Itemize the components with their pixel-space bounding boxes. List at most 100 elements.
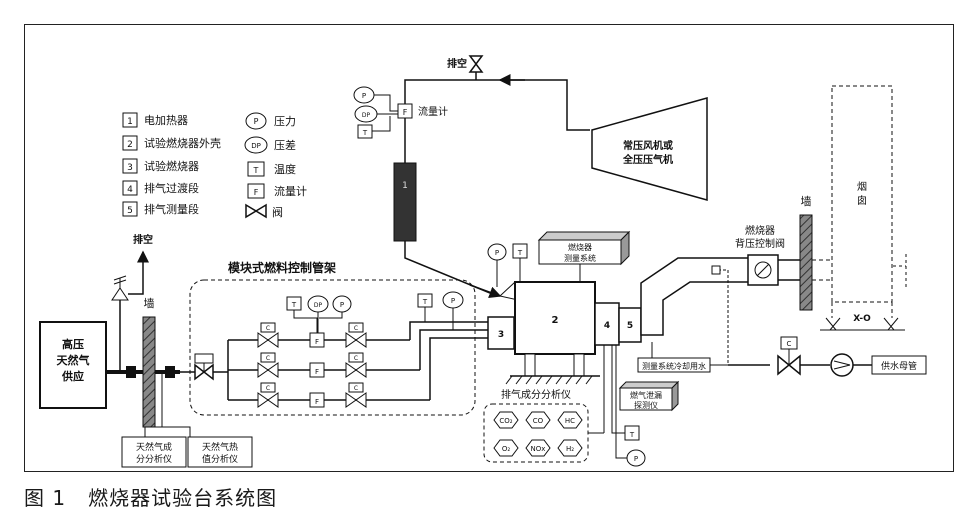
svg-text:天然气热: 天然气热 bbox=[202, 441, 238, 453]
electric-heater bbox=[393, 162, 417, 242]
svg-text:天然气成: 天然气成 bbox=[136, 441, 172, 453]
back-pressure-label: 燃烧器 bbox=[745, 224, 775, 237]
legend-symbol-temperature: T 温度 bbox=[247, 161, 296, 177]
svg-text:T: T bbox=[629, 431, 635, 439]
wall-right-label: 墙 bbox=[801, 194, 812, 208]
svg-text:P: P bbox=[340, 301, 344, 309]
svg-text:电加热器: 电加热器 bbox=[144, 114, 188, 127]
figure-number: 图 1 bbox=[24, 486, 67, 510]
svg-text:供水母管: 供水母管 bbox=[881, 360, 917, 372]
legend-item-1: 1 电加热器 bbox=[122, 112, 188, 128]
cooling-water-valve-icon bbox=[777, 354, 801, 376]
svg-text:分分析仪: 分分析仪 bbox=[136, 453, 172, 465]
svg-text:探测仪: 探测仪 bbox=[634, 400, 658, 410]
svg-text:烟: 烟 bbox=[857, 180, 867, 193]
legend-item-3: 3 试验燃烧器 bbox=[122, 158, 199, 174]
svg-text:DP: DP bbox=[251, 142, 261, 150]
svg-text:C: C bbox=[266, 385, 270, 392]
cooling-water-system: 测量系统冷却用水 C 供水母管 燃气泄漏 探测仪 bbox=[618, 265, 927, 412]
svg-text:3: 3 bbox=[498, 330, 504, 340]
gas-composition-analyzer bbox=[121, 436, 187, 468]
wall-left bbox=[142, 316, 156, 428]
svg-text:F: F bbox=[315, 368, 319, 376]
svg-text:NOx: NOx bbox=[531, 445, 546, 453]
svg-text:1: 1 bbox=[402, 181, 408, 191]
svg-text:4: 4 bbox=[604, 321, 610, 331]
svg-text:全压压气机: 全压压气机 bbox=[622, 153, 673, 166]
gas-heating-value-analyzer bbox=[187, 436, 253, 468]
svg-text:HC: HC bbox=[565, 417, 575, 425]
burner-assembly: 3 2 P T 燃烧器 测量系统 4 5 bbox=[487, 230, 642, 385]
exhaust-analyzer-label: 排气成分分析仪 bbox=[501, 388, 571, 401]
water-main bbox=[871, 355, 927, 375]
svg-text:DP: DP bbox=[362, 112, 371, 119]
vent-valve-top-icon bbox=[468, 55, 484, 73]
svg-text:2: 2 bbox=[127, 140, 133, 150]
fuel-branch-2: C F C bbox=[228, 352, 420, 378]
figure-title: 燃烧器试验台系统图 bbox=[88, 486, 278, 510]
svg-text:2: 2 bbox=[552, 315, 559, 326]
svg-text:C: C bbox=[354, 385, 358, 392]
svg-text:3: 3 bbox=[127, 163, 133, 173]
svg-text:C: C bbox=[354, 355, 358, 362]
svg-text:5: 5 bbox=[627, 321, 633, 331]
gas-supply: 高压 天然气 供应 墙 排空 天然气成 分分析仪 天然气热 值分析仪 bbox=[39, 233, 253, 468]
svg-text:DP: DP bbox=[314, 302, 323, 309]
svg-text:C: C bbox=[354, 325, 358, 332]
svg-text:1: 1 bbox=[127, 117, 133, 127]
burner-shell bbox=[514, 281, 596, 355]
legend-symbol-flowmeter: F 流量计 bbox=[247, 183, 307, 199]
gas-supply-box bbox=[39, 321, 107, 409]
legend: 1 电加热器 2 试验燃烧器外壳 3 试验燃烧器 4 排气过渡段 5 排气测量段… bbox=[122, 112, 307, 219]
svg-text:F: F bbox=[403, 108, 408, 117]
svg-text:试验燃烧器外壳: 试验燃烧器外壳 bbox=[144, 136, 221, 150]
svg-text:CO₂: CO₂ bbox=[499, 417, 512, 425]
blower-icon bbox=[591, 97, 708, 201]
gas-leak-detector bbox=[619, 387, 673, 411]
svg-text:T: T bbox=[422, 298, 428, 306]
svg-text:F: F bbox=[315, 398, 319, 406]
fuel-rack-label: 模块式燃料控制管架 bbox=[228, 260, 336, 275]
svg-text:T: T bbox=[291, 301, 297, 309]
svg-text:O₂: O₂ bbox=[502, 445, 511, 453]
svg-text:值分析仪: 值分析仪 bbox=[202, 453, 238, 465]
svg-text:F: F bbox=[254, 188, 259, 197]
svg-text:P: P bbox=[495, 249, 499, 257]
svg-text:5: 5 bbox=[127, 206, 133, 216]
exhaust-duct: 燃烧器 背压控制阀 墙 烟 囱 X-O bbox=[640, 85, 907, 336]
svg-text:天然气: 天然气 bbox=[57, 353, 90, 367]
svg-text:测量系统: 测量系统 bbox=[564, 253, 596, 263]
chimney bbox=[831, 85, 893, 303]
svg-text:供应: 供应 bbox=[61, 369, 84, 383]
exhaust-gas-analyzer: 排气成分分析仪 CO₂ CO HC O₂ NOx H₂ T P bbox=[483, 345, 646, 467]
svg-text:测量系统冷却用水: 测量系统冷却用水 bbox=[642, 361, 706, 371]
svg-text:H₂: H₂ bbox=[566, 445, 574, 453]
legend-item-5: 5 排气测量段 bbox=[122, 201, 199, 217]
svg-text:X-O: X-O bbox=[853, 314, 871, 324]
legend-symbol-pressure: P 压力 bbox=[245, 112, 296, 130]
figure-caption: 图 1 燃烧器试验台系统图 bbox=[24, 482, 299, 511]
svg-text:P: P bbox=[634, 455, 638, 463]
burner-test-rig-diagram: 1 电加热器 2 试验燃烧器外壳 3 试验燃烧器 4 排气过渡段 5 排气测量段… bbox=[39, 55, 927, 468]
blower-label: 常压风机或 bbox=[623, 139, 673, 152]
svg-text:燃气泄漏: 燃气泄漏 bbox=[630, 390, 662, 400]
svg-text:流量计: 流量计 bbox=[274, 184, 307, 198]
burner-measurement-system bbox=[538, 239, 622, 265]
air-supply: 排空 常压风机或 全压压气机 F 流量计 P DP T 1 bbox=[353, 55, 708, 299]
svg-text:T: T bbox=[517, 249, 523, 257]
svg-text:囱: 囱 bbox=[857, 194, 867, 207]
svg-text:P: P bbox=[451, 297, 455, 305]
legend-item-4: 4 排气过渡段 bbox=[122, 180, 199, 196]
svg-text:排气过渡段: 排气过渡段 bbox=[144, 181, 199, 195]
svg-text:压力: 压力 bbox=[274, 115, 296, 128]
svg-text:P: P bbox=[254, 117, 259, 126]
vent-left-label: 排空 bbox=[133, 233, 153, 246]
svg-text:阀: 阀 bbox=[272, 205, 283, 219]
back-pressure-valve bbox=[747, 254, 779, 286]
wall-left-label: 墙 bbox=[144, 296, 155, 310]
flowmeter-label: 流量计 bbox=[418, 105, 448, 118]
svg-text:排气测量段: 排气测量段 bbox=[144, 202, 199, 216]
legend-symbol-diff-pressure: DP 压差 bbox=[244, 136, 296, 154]
svg-text:压差: 压差 bbox=[274, 138, 296, 152]
svg-text:试验燃烧器: 试验燃烧器 bbox=[144, 159, 199, 173]
